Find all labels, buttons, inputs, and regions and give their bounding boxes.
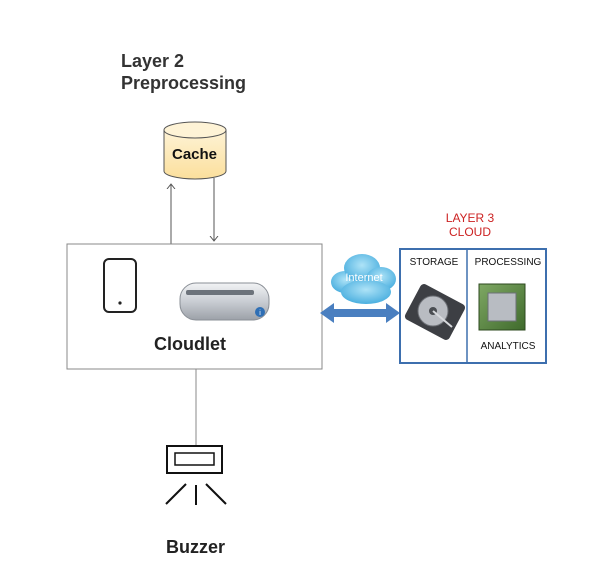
cache-label: Cache (171, 146, 218, 163)
svg-text:i: i (259, 310, 261, 317)
internet-cloud-icon (331, 254, 396, 304)
layer2-title: Layer 2 Preprocessing (121, 51, 247, 93)
processor-chip-icon (478, 283, 526, 331)
bidirectional-arrow (320, 303, 400, 323)
buzzer-label: Buzzer (166, 537, 226, 557)
cache-database-icon (163, 121, 227, 180)
layer3-title: LAYER 3 CLOUD (445, 211, 495, 239)
smartphone-icon (103, 258, 137, 313)
storage-label: STORAGE (409, 257, 459, 268)
hard-drive-icon (404, 284, 466, 340)
gateway-device-icon: i (179, 282, 270, 321)
analytics-label: ANALYTICS (480, 341, 536, 352)
buzzer-icon (165, 445, 227, 505)
internet-label: Internet (345, 272, 383, 284)
cloudlet-label: Cloudlet (154, 334, 226, 354)
processing-label: PROCESSING (474, 257, 542, 268)
